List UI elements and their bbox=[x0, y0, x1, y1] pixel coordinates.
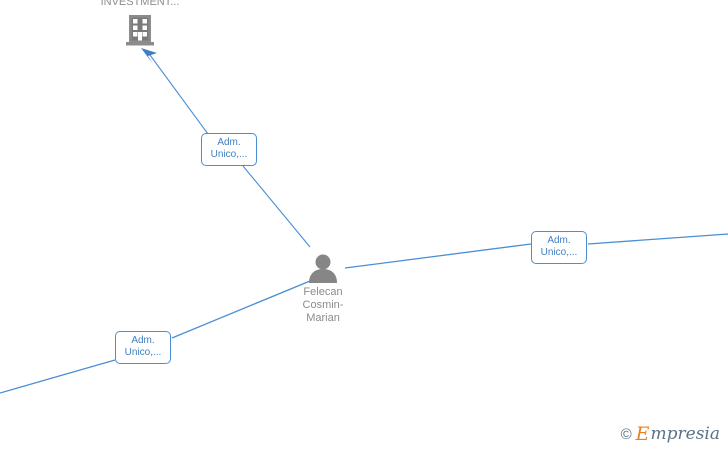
edge-label-line1: Adm. bbox=[217, 137, 241, 148]
watermark: © E mpresia bbox=[621, 425, 720, 444]
edge-label-line1: Adm. bbox=[131, 335, 155, 346]
node-person[interactable]: Felecan Cosmin- Marian bbox=[283, 253, 363, 325]
edge-label-line1: Adm. bbox=[547, 235, 571, 246]
arrowhead-icon bbox=[141, 48, 157, 64]
edge-label-admin-unico-3[interactable]: Adm. Unico,... bbox=[115, 331, 171, 364]
person-label-line2: Cosmin- bbox=[302, 299, 344, 311]
edge-label0-person bbox=[242, 165, 311, 248]
edge-person-labelright bbox=[344, 243, 532, 269]
copyright-icon: © bbox=[620, 426, 632, 443]
person-label-line3: Marian bbox=[306, 312, 340, 324]
building-icon bbox=[126, 15, 154, 46]
edge-label-line2: Unico,... bbox=[540, 247, 578, 258]
edge-label-admin-unico-1[interactable]: Adm. Unico,... bbox=[201, 133, 257, 166]
edge-labelbottomleft-offscreen bbox=[0, 359, 116, 394]
person-label: Felecan Cosmin- Marian bbox=[283, 286, 363, 325]
brand-initial: E bbox=[635, 423, 650, 445]
person-icon bbox=[309, 254, 337, 283]
edge-company-label0 bbox=[149, 54, 209, 135]
node-company[interactable]: INVESTMENT... bbox=[78, 0, 202, 48]
brand-name: mpresia bbox=[650, 424, 721, 444]
edge-label-line2: Unico,... bbox=[210, 149, 248, 160]
edge-person-labelbottomleft bbox=[171, 280, 311, 339]
edge-label-admin-unico-2[interactable]: Adm. Unico,... bbox=[531, 231, 587, 264]
company-label: INVESTMENT... bbox=[100, 0, 180, 8]
edge-labelright-offscreen bbox=[587, 233, 728, 245]
person-label-line1: Felecan bbox=[303, 286, 343, 298]
edge-label-line2: Unico,... bbox=[124, 347, 162, 358]
